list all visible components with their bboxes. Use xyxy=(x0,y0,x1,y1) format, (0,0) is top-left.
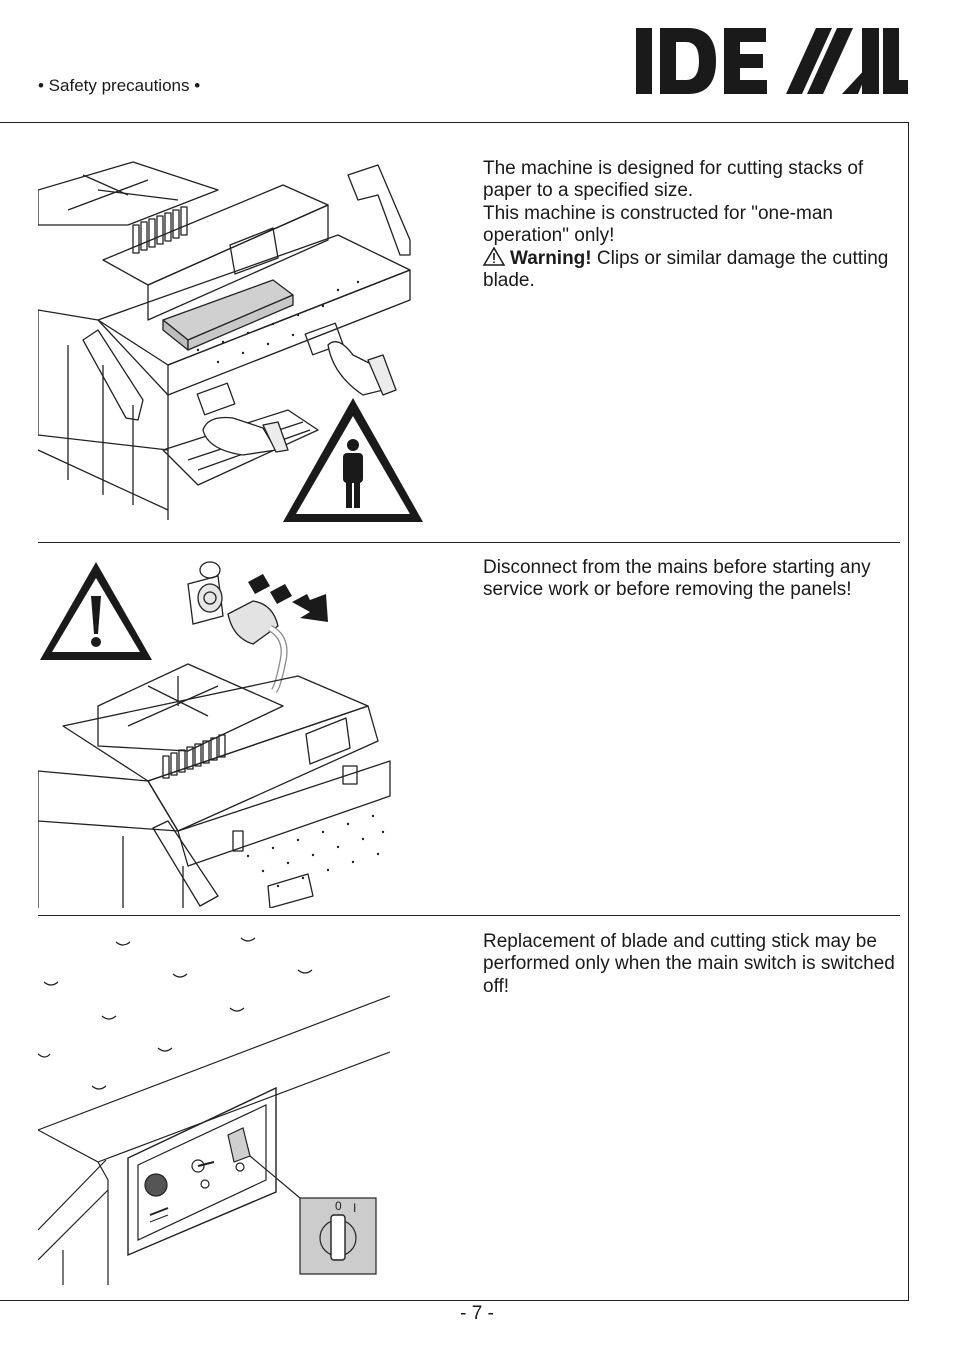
main-switch-illustration: 0 I xyxy=(38,937,390,1285)
frame-top-border xyxy=(0,122,909,123)
main-switch-icon: 0 I xyxy=(299,1197,377,1275)
exclamation-icon xyxy=(40,562,152,660)
warning-paragraph: Warning! Clips or similar damage the cut… xyxy=(483,247,898,293)
person-icon xyxy=(283,398,423,522)
section-3-text: Replacement of blade and cutting stick m… xyxy=(483,931,898,998)
warning-triangle-icon xyxy=(483,247,505,266)
paragraph: The machine is designed for cutting stac… xyxy=(483,158,864,202)
paragraph: Replacement of blade and cutting stick m… xyxy=(483,931,895,997)
paragraph: Disconnect from the mains before startin… xyxy=(483,557,871,601)
section-divider xyxy=(38,542,900,543)
section-1-text: The machine is designed for cutting stac… xyxy=(483,158,898,293)
section-divider xyxy=(38,915,900,916)
switch-off-label: 0 xyxy=(335,1199,342,1213)
warning-text: Clips or similar damage the cutting blad… xyxy=(483,248,889,292)
machine-two-hand-operation-illustration xyxy=(38,161,423,522)
switch-on-label: I xyxy=(353,1201,356,1215)
arrow-right-icon xyxy=(248,574,328,622)
warning-label: Warning! xyxy=(510,248,592,270)
section-2-text: Disconnect from the mains before startin… xyxy=(483,557,898,602)
ideal-logo xyxy=(636,28,908,94)
frame-bottom-border xyxy=(0,1300,909,1301)
frame-right-border xyxy=(908,122,909,1300)
section-title: • Safety precautions • xyxy=(38,76,201,95)
page-number: - 7 - xyxy=(460,1303,494,1324)
disconnect-mains-illustration xyxy=(38,561,391,908)
paragraph: This machine is constructed for "one-man… xyxy=(483,202,833,246)
